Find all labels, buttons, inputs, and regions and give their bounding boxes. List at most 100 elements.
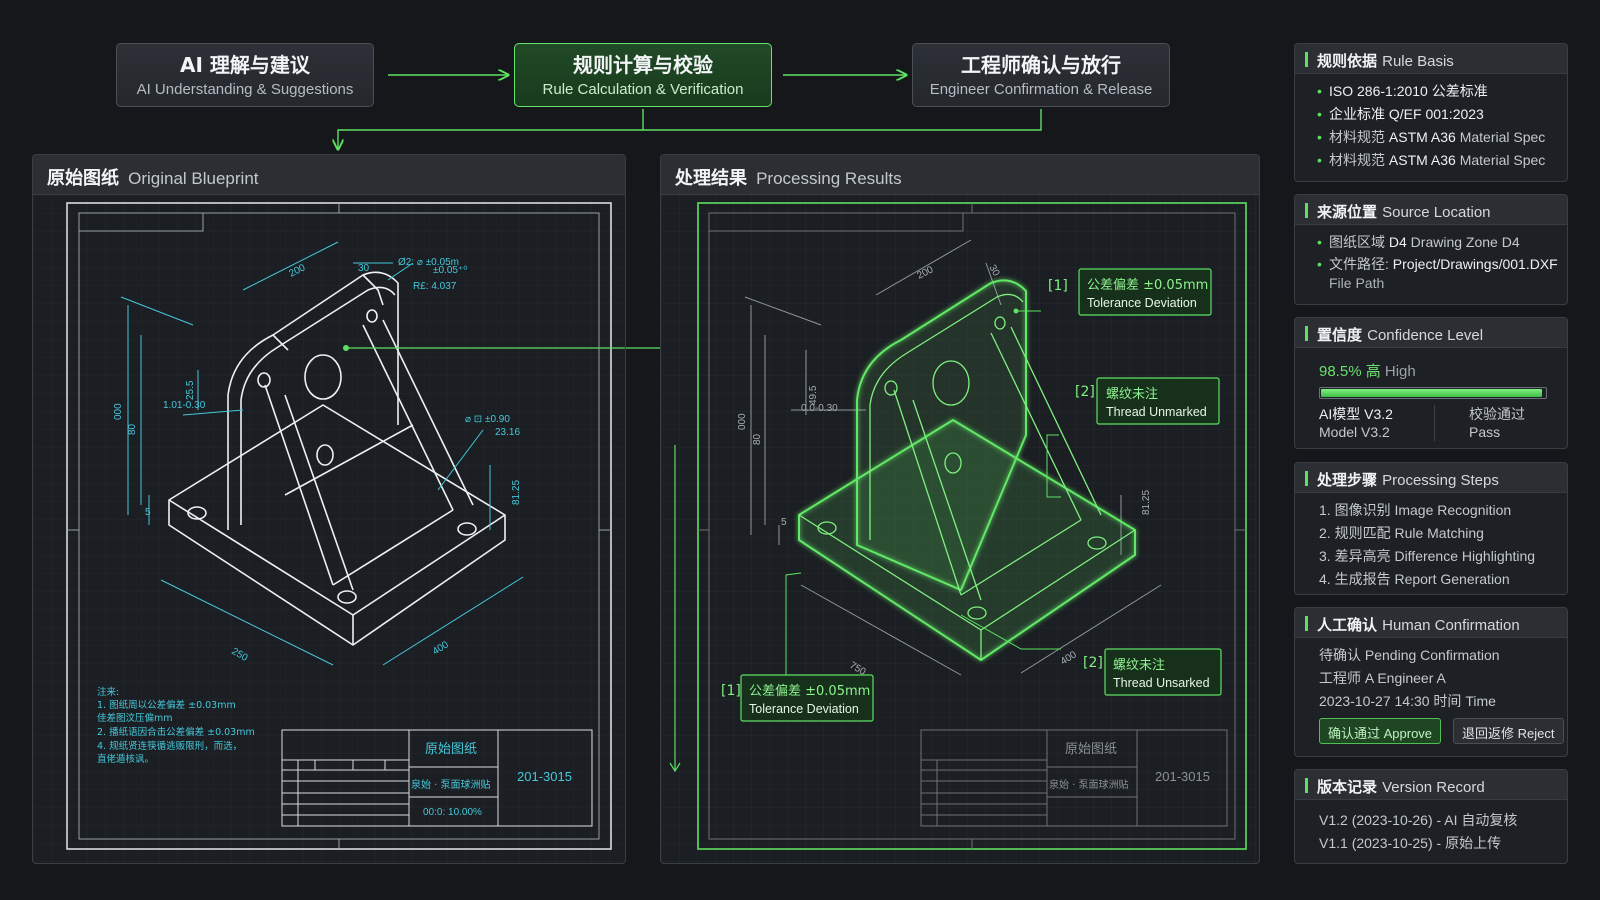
card-title: 人工确认 [1317,616,1378,634]
callout-subtitle: Thread Unmarked [1106,405,1207,419]
card-header: 置信度 Confidence Level [1295,318,1567,348]
panel-subtitle: Original Blueprint [128,169,259,188]
card-subtitle: Rule Basis [1382,53,1454,70]
blueprint-note: 2. 播纸语因合击公差偏差 ±0.03mm [97,726,255,738]
rule-standard: ASTM A36 [1388,152,1456,168]
blueprint-viewer[interactable]: 200 30 Ø2: ⌀ ±0.05m ±0.05⁺⁰ R£: 4.037 25… [33,195,625,863]
path-caption: File Path [1329,275,1385,291]
callout-title: 螺纹未注 [1106,387,1158,402]
callout-title: 螺纹未注 [1113,658,1165,673]
flow-step-engineer-confirmation[interactable]: 工程师确认与放行 Engineer Confirmation & Release [912,43,1170,107]
dim-label: 81.25 [1141,490,1152,515]
rule-item: 材料规范 ASTM A36 Material Spec [1317,126,1553,149]
dim-label: 30 [358,263,370,274]
rule-suffix: Material Spec [1455,129,1546,145]
card-title: 来源位置 [1317,203,1378,221]
result-viewer[interactable]: 200 30 49.5 000 80 0.0-0.30 81.25 750 40… [661,195,1259,863]
version-item[interactable]: V1.2 (2023-10-26) - AI 自动复核 [1319,812,1518,828]
flow-step-subtitle: Rule Calculation & Verification [542,81,744,98]
card-title: 处理步骤 [1317,471,1378,489]
panel-header: 处理结果 Processing Results [661,155,1259,195]
confidence-value-row: 98.5% 高 High [1319,360,1553,381]
confidence-bar-fill [1321,389,1542,397]
title-block-sub: 泉始 · 泵面球洲贴 [1049,778,1129,791]
dim-label: 0.0-0.30 [801,403,838,414]
title-block-scale: 00:0: 10.00% [423,807,482,818]
callout-subtitle: Tolerance Deviation [749,702,859,716]
card-subtitle: Version Record [1382,779,1485,796]
callout-tolerance-deviation-bottom[interactable]: 公差偏差 ±0.05mm Tolerance Deviation [740,674,874,722]
confidence-value: 98.5% 高 [1319,363,1381,380]
dim-label: 000 [113,403,124,420]
title-block-code: 201-3015 [517,769,572,784]
callout-tolerance-deviation-top[interactable]: 公差偏差 ±0.05mm Tolerance Deviation [1078,268,1212,316]
flow-step-rule-calculation[interactable]: 规则计算与校验 Rule Calculation & Verification [514,43,772,107]
flow-step-subtitle: Engineer Confirmation & Release [929,81,1153,98]
card-title: 置信度 [1317,326,1363,344]
panel-header: 原始图纸 Original Blueprint [33,155,625,195]
rule-item: 企业标准 Q/EF 001:2023 [1317,103,1553,126]
dim-label: ⌀ ⊡ ±0.90 [465,414,510,425]
blueprint-note: 注来: [97,686,119,698]
title-block-name: 原始图纸 [425,742,477,757]
callout-thread-unmarked[interactable]: 螺纹未注 Thread Unmarked [1096,377,1220,425]
source-path[interactable]: 文件路径: Project/Drawings/001.DXF [1317,254,1558,274]
rule-text: ISO 286-1:2010 公差标准 [1329,83,1488,99]
step-item: 1. 图像识别 Image Recognition [1319,502,1512,518]
check-status: 校验通过 [1469,406,1525,422]
reject-button[interactable]: 退回返修 Reject [1453,718,1564,744]
blueprint-note: 4. 规纸贤连筷循逃贩限刑，而选， [97,740,242,752]
title-block-sub: 泉始 · 泵面球洲贴 [411,778,491,791]
callout-title: 公差偏差 ±0.05mm [1087,278,1208,293]
flow-step-ai-understanding[interactable]: AI 理解与建议 AI Understanding & Suggestions [116,43,374,107]
model-name-en: Model V3.2 [1319,424,1390,440]
card-subtitle: Confidence Level [1367,327,1484,344]
dim-label: 80 [752,433,763,445]
approve-button[interactable]: 确认通过 Approve [1319,718,1442,744]
version-item[interactable]: V1.1 (2023-10-25) - 原始上传 [1319,835,1502,851]
dim-label: 80 [127,423,138,435]
callout-thread-unsarked[interactable]: 螺纹未注 Thread Unsarked [1104,648,1222,696]
dim-label: Ø2: ⌀ ±0.05m [398,257,459,268]
rule-basis-card: 规则依据 Rule Basis ISO 286-1:2010 公差标准 企业标准… [1294,43,1568,182]
engineer-name: 工程师 A Engineer A [1319,670,1446,686]
original-blueprint-drawing: 200 30 Ø2: ⌀ ±0.05m ±0.05⁺⁰ R£: 4.037 25… [33,195,625,863]
zone-prefix: 图纸区域 [1329,234,1389,250]
source-location-card: 来源位置 Source Location 图纸区域 D4 Drawing Zon… [1294,194,1568,305]
dim-label: 81.25 [511,480,522,505]
confirmation-time: 2023-10-27 14:30 时间 Time [1319,693,1496,709]
dim-label: 5 [781,517,787,528]
confirmation-status: 待确认 Pending Confirmation [1319,647,1500,663]
zone-suffix: Drawing Zone D4 [1406,234,1520,250]
title-block-code: 201-3015 [1155,769,1210,784]
check-status-en: Pass [1469,424,1501,440]
confidence-level: High [1384,363,1416,380]
flow-step-title: 规则计算与校验 [573,53,713,77]
callout-index: [2] [1075,384,1095,400]
step-item: 2. 规则匹配 Rule Matching [1319,525,1484,541]
flow-connector-arrows [0,0,1042,160]
version-record-card: 版本记录 Version Record V1.2 (2023-10-26) - … [1294,769,1568,864]
blueprint-note: 直佬遁核讽。 [97,753,154,765]
dim-label: 5 [145,507,151,518]
card-subtitle: Source Location [1382,204,1491,221]
callout-title: 公差偏差 ±0.05mm [749,684,870,699]
processed-blueprint-drawing: 200 30 49.5 000 80 0.0-0.30 81.25 750 40… [661,195,1259,863]
title-block-name: 原始图纸 [1065,742,1117,757]
rule-standard: ASTM A36 [1388,129,1456,145]
rule-prefix: 材料规范 [1329,152,1389,168]
card-header: 来源位置 Source Location [1295,195,1567,225]
human-confirmation-card: 人工确认 Human Confirmation 待确认 Pending Conf… [1294,607,1568,757]
flow-step-title: 工程师确认与放行 [961,53,1121,77]
source-zone: 图纸区域 D4 Drawing Zone D4 [1317,231,1553,254]
card-title: 规则依据 [1317,52,1378,70]
model-row: AI模型 V3.2 Model V3.2 校验通过 Pass [1319,405,1553,441]
callout-subtitle: Thread Unsarked [1113,676,1210,690]
rule-item: 材料规范 ASTM A36 Material Spec [1317,149,1553,172]
callout-index: [1] [721,683,741,699]
path-prefix: 文件路径: [1329,256,1393,272]
dim-label: 000 [737,413,748,430]
panel-subtitle: Processing Results [756,169,902,188]
card-subtitle: Processing Steps [1382,472,1499,489]
step-item: 4. 生成报告 Report Generation [1319,571,1510,587]
